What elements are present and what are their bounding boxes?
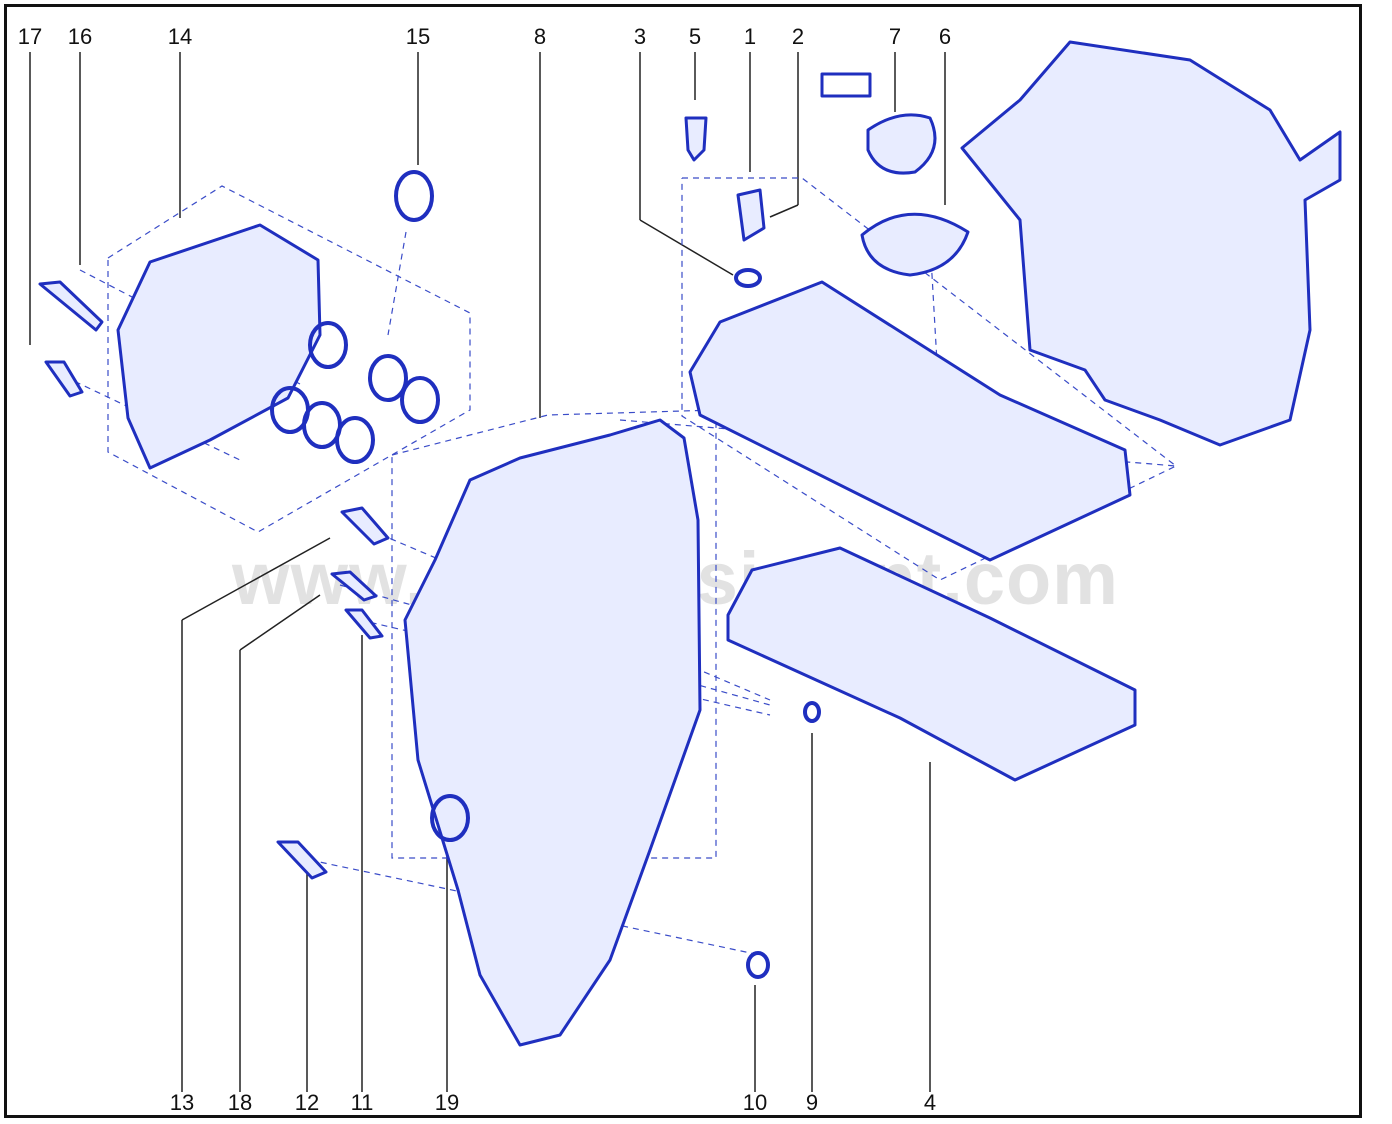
ring-a [308, 321, 348, 369]
diagram-frame [4, 4, 1362, 1118]
callout-8: 8 [533, 24, 547, 49]
callout-12: 12 [294, 1090, 320, 1115]
callout-4: 4 [923, 1090, 937, 1115]
seal-rings [270, 170, 821, 979]
bolt-17 [44, 360, 84, 398]
bolt-13 [340, 506, 390, 546]
callout-7: 7 [888, 24, 902, 49]
bolt-12 [276, 840, 328, 880]
rocker-cover-gasket [726, 546, 1137, 782]
bolt-18 [330, 570, 378, 602]
leader-lines [29, 52, 946, 1092]
oil-pressure-sensor [736, 188, 766, 242]
callout-19: 19 [434, 1090, 460, 1115]
circlip-3 [734, 268, 762, 288]
timing-cover-lower [403, 418, 702, 1047]
rocker-cover [688, 280, 1132, 562]
callout-9: 9 [805, 1090, 819, 1115]
callout-15: 15 [405, 24, 431, 49]
callout-3: 3 [633, 24, 647, 49]
callout-6: 6 [938, 24, 952, 49]
bolt-5 [684, 116, 708, 162]
seal-15 [394, 170, 434, 222]
ring-b [368, 354, 408, 402]
filler-neck-seal [860, 212, 970, 277]
bolt-11 [344, 608, 384, 640]
engine-parts [38, 40, 1342, 1047]
engine-assembly [960, 40, 1342, 447]
cap-label-tag [820, 72, 872, 98]
callout-10: 10 [742, 1090, 768, 1115]
callout-17: 17 [17, 24, 43, 49]
o-ring-9 [803, 701, 821, 723]
callout-14: 14 [167, 24, 193, 49]
callout-18: 18 [227, 1090, 253, 1115]
seal-19 [430, 794, 470, 842]
ring-e [302, 401, 342, 449]
callout-16: 16 [67, 24, 93, 49]
timing-cover-upper [116, 223, 322, 470]
callout-1: 1 [743, 24, 757, 49]
oil-filler-cap [866, 113, 937, 175]
ring-c [400, 376, 440, 424]
callout-13: 13 [169, 1090, 195, 1115]
ring-f [335, 416, 375, 464]
callout-5: 5 [688, 24, 702, 49]
callout-11: 11 [350, 1090, 374, 1115]
bolt-16 [38, 280, 104, 332]
callout-2: 2 [791, 24, 805, 49]
o-ring-10 [746, 951, 770, 979]
